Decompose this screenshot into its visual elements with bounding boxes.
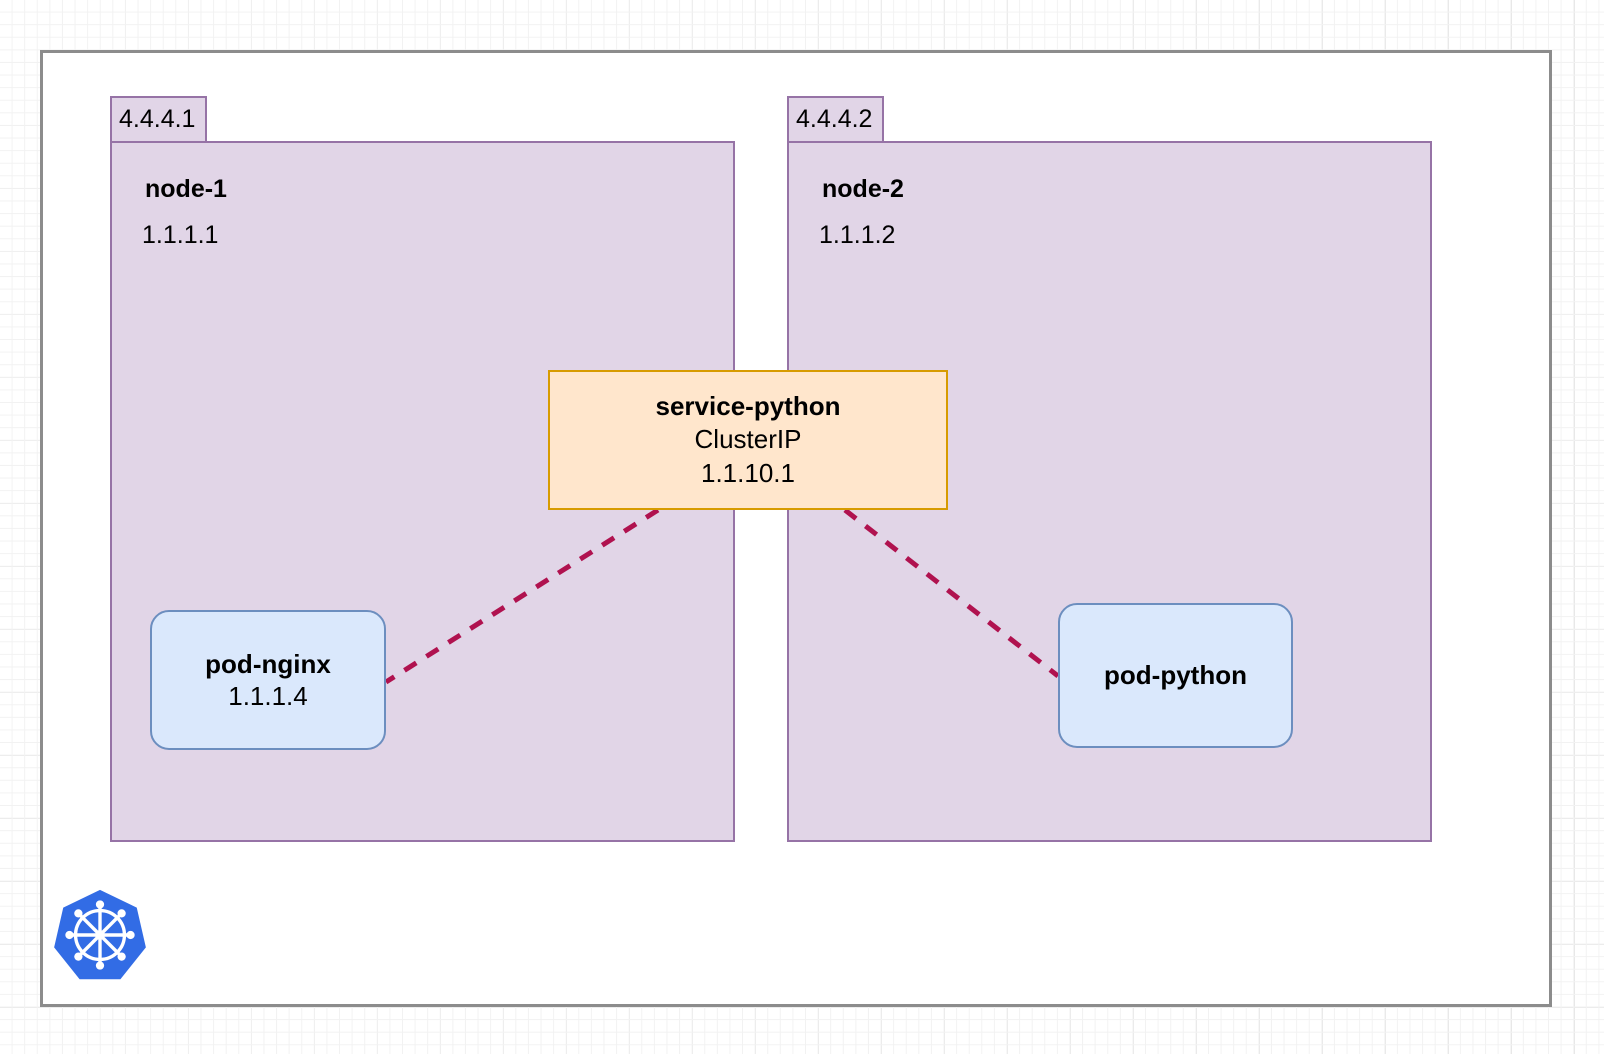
node-1-ip: 1.1.1.1	[142, 221, 219, 249]
node-1-title: node-1	[145, 175, 227, 203]
node-2-tab-label: 4.4.4.2	[787, 96, 884, 143]
pod-nginx-ip: 1.1.1.4	[228, 681, 308, 711]
node-2-ip: 1.1.1.2	[819, 221, 896, 249]
node-2-title: node-2	[822, 175, 904, 203]
service-type: ClusterIP	[694, 424, 802, 455]
service-box-service-python[interactable]: service-python ClusterIP 1.1.10.1	[548, 370, 948, 510]
pod-nginx-name: pod-nginx	[205, 648, 331, 679]
service-name: service-python	[655, 391, 841, 422]
node-1-tab-label: 4.4.4.1	[110, 96, 207, 143]
kubernetes-logo-icon	[54, 889, 146, 980]
pod-box-pod-python[interactable]: pod-python	[1058, 603, 1293, 748]
service-ip: 1.1.10.1	[701, 457, 795, 488]
pod-box-pod-nginx[interactable]: pod-nginx 1.1.1.4	[150, 610, 386, 750]
pod-python-name: pod-python	[1104, 660, 1247, 691]
